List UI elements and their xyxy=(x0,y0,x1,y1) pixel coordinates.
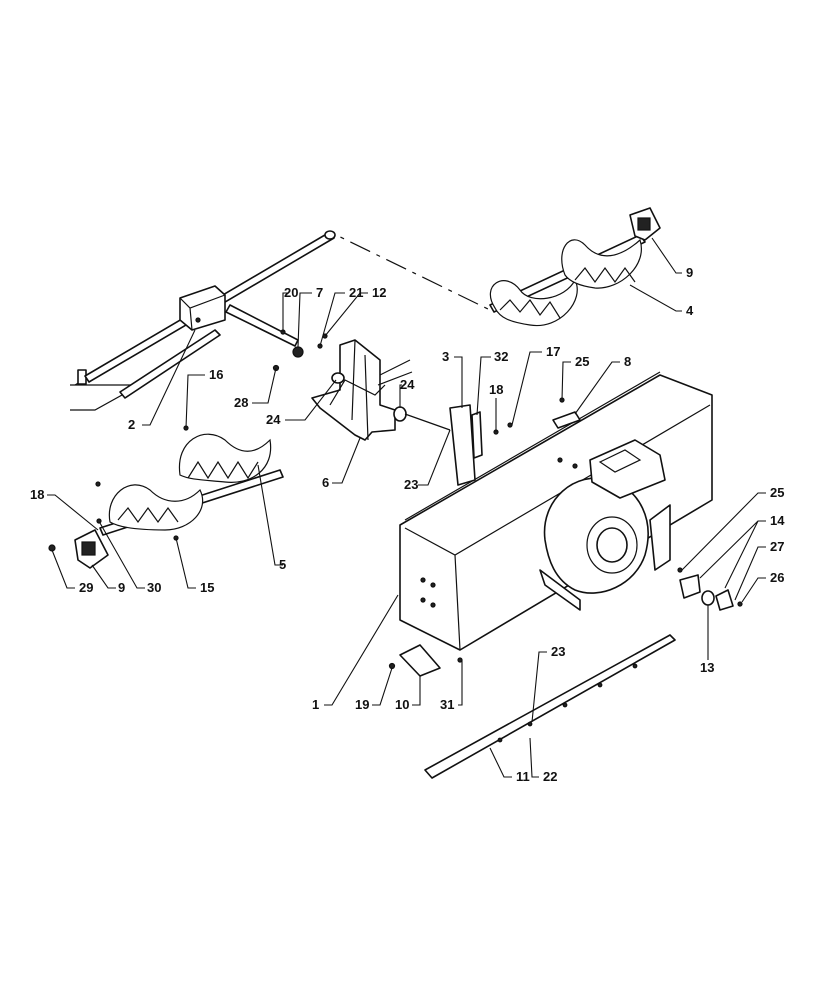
gearbox-shaft-assembly xyxy=(70,230,491,411)
callout-18-left: 18 xyxy=(30,487,44,502)
callout-11: 11 xyxy=(516,769,530,784)
callout-1: 1 xyxy=(312,697,319,712)
callout-28: 28 xyxy=(234,395,248,410)
callout-22: 22 xyxy=(543,769,557,784)
callout-26: 26 xyxy=(770,570,784,585)
callout-16: 16 xyxy=(209,367,223,382)
callout-24-right: 24 xyxy=(400,377,415,392)
side-brackets xyxy=(388,397,581,677)
callout-25-right: 25 xyxy=(770,485,784,500)
blower-housing xyxy=(399,371,713,651)
callout-19: 19 xyxy=(355,697,369,712)
callout-15: 15 xyxy=(200,580,214,595)
impeller-bracket xyxy=(311,339,451,441)
callout-27: 27 xyxy=(770,539,784,554)
leader-lines xyxy=(47,237,766,778)
callout-2: 2 xyxy=(128,417,135,432)
callout-5: 5 xyxy=(279,557,286,572)
callout-10: 10 xyxy=(395,697,409,712)
callout-12: 12 xyxy=(372,285,386,300)
callout-9-upper: 9 xyxy=(686,265,693,280)
callout-6: 6 xyxy=(322,475,329,490)
callout-13: 13 xyxy=(700,660,714,675)
callout-25-upper: 25 xyxy=(575,354,589,369)
callout-23-lower: 23 xyxy=(551,644,565,659)
callout-7: 7 xyxy=(316,285,323,300)
callout-24-left: 24 xyxy=(266,412,281,427)
callout-23-middle: 23 xyxy=(404,477,418,492)
callout-14: 14 xyxy=(770,513,785,528)
callout-29: 29 xyxy=(79,580,93,595)
callout-30: 30 xyxy=(147,580,161,595)
scraper-bar xyxy=(424,634,676,779)
callout-8: 8 xyxy=(624,354,631,369)
callout-31: 31 xyxy=(440,697,454,712)
callout-labels: 1 2 3 4 5 6 7 8 9 9 10 11 12 13 14 15 16… xyxy=(30,265,785,784)
callout-21: 21 xyxy=(349,285,363,300)
callout-18-upper: 18 xyxy=(489,382,503,397)
right-bearing-stack xyxy=(677,567,743,611)
callout-4: 4 xyxy=(686,303,694,318)
callout-32: 32 xyxy=(494,349,508,364)
callout-3: 3 xyxy=(442,349,449,364)
auger-left xyxy=(74,433,284,569)
callout-9-left: 9 xyxy=(118,580,125,595)
auger-right xyxy=(489,207,661,327)
callout-17: 17 xyxy=(546,344,560,359)
callout-20: 20 xyxy=(284,285,298,300)
